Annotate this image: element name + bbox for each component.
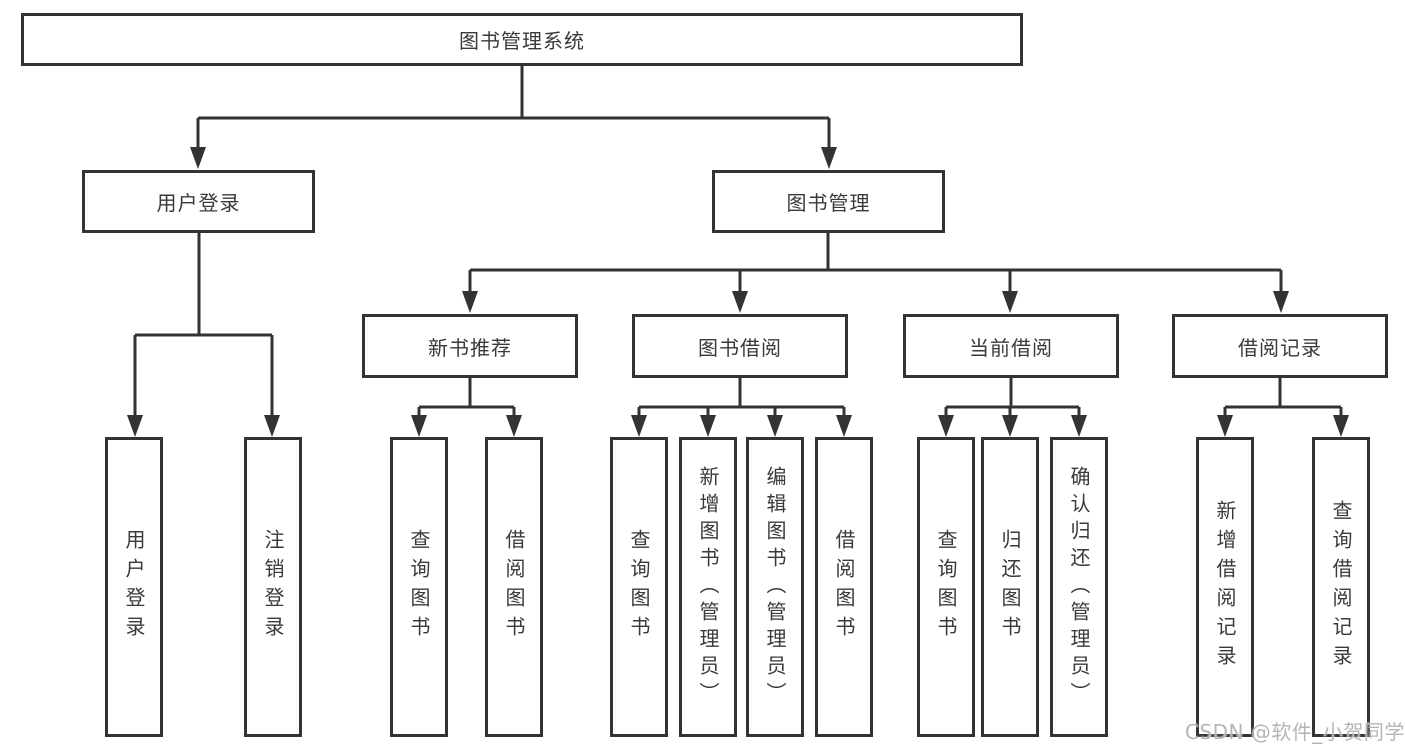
- leaf-current-confirm-return-admin: 确认归还（管理员）: [1050, 437, 1108, 737]
- node-root: 图书管理系统: [21, 13, 1023, 66]
- node-current-borrow-label: 当前借阅: [969, 335, 1053, 360]
- leaf-logout: 注销登录: [244, 437, 302, 737]
- leaf-current-query-books-label: 查询图书: [934, 529, 958, 645]
- leaf-current-confirm-return-admin-label: 确认归还（管理员）: [1067, 465, 1091, 709]
- leaf-borrow-edit-books-admin-label: 编辑图书（管理员）: [763, 465, 787, 709]
- leaf-user-login: 用户登录: [105, 437, 163, 737]
- leaf-logout-label: 注销登录: [261, 529, 285, 645]
- leaf-borrow-query-books: 查询图书: [610, 437, 668, 737]
- node-book-management-label: 图书管理: [786, 191, 871, 215]
- leaf-borrow-add-books-admin: 新增图书（管理员）: [679, 437, 737, 737]
- csdn-watermark: CSDN @软件_小贺同学: [1185, 720, 1405, 744]
- node-borrow-records: 借阅记录: [1172, 314, 1388, 378]
- leaf-add-borrow-record: 新增借阅记录: [1196, 437, 1254, 737]
- node-book-management: 图书管理: [712, 170, 945, 233]
- node-current-borrow: 当前借阅: [903, 314, 1119, 378]
- leaf-borrow-borrow-books-label: 借阅图书: [832, 529, 856, 645]
- leaf-current-return-books: 归还图书: [981, 437, 1039, 737]
- node-user-login: 用户登录: [82, 170, 315, 233]
- node-root-label: 图书管理系统: [459, 29, 585, 53]
- node-book-borrow-label: 图书借阅: [698, 335, 782, 360]
- node-user-login-label: 用户登录: [156, 191, 241, 215]
- leaf-borrow-query-books-label: 查询图书: [627, 529, 651, 645]
- leaf-user-login-label: 用户登录: [122, 529, 146, 645]
- leaf-borrow-borrow-books: 借阅图书: [815, 437, 873, 737]
- node-borrow-records-label: 借阅记录: [1238, 335, 1322, 360]
- leaf-add-borrow-record-label: 新增借阅记录: [1213, 500, 1237, 674]
- leaf-query-borrow-record: 查询借阅记录: [1312, 437, 1370, 737]
- leaf-current-return-books-label: 归还图书: [998, 529, 1022, 645]
- node-book-borrow: 图书借阅: [632, 314, 848, 378]
- leaf-query-borrow-record-label: 查询借阅记录: [1329, 500, 1353, 674]
- leaf-borrow-add-books-admin-label: 新增图书（管理员）: [696, 465, 720, 709]
- node-new-book-recommend: 新书推荐: [362, 314, 578, 378]
- leaf-recommend-query-books: 查询图书: [390, 437, 448, 737]
- node-new-book-recommend-label: 新书推荐: [428, 335, 512, 360]
- leaf-recommend-query-books-label: 查询图书: [407, 529, 431, 645]
- leaf-recommend-borrow-books-label: 借阅图书: [502, 529, 526, 645]
- leaf-borrow-edit-books-admin: 编辑图书（管理员）: [746, 437, 804, 737]
- leaf-current-query-books: 查询图书: [917, 437, 975, 737]
- leaf-recommend-borrow-books: 借阅图书: [485, 437, 543, 737]
